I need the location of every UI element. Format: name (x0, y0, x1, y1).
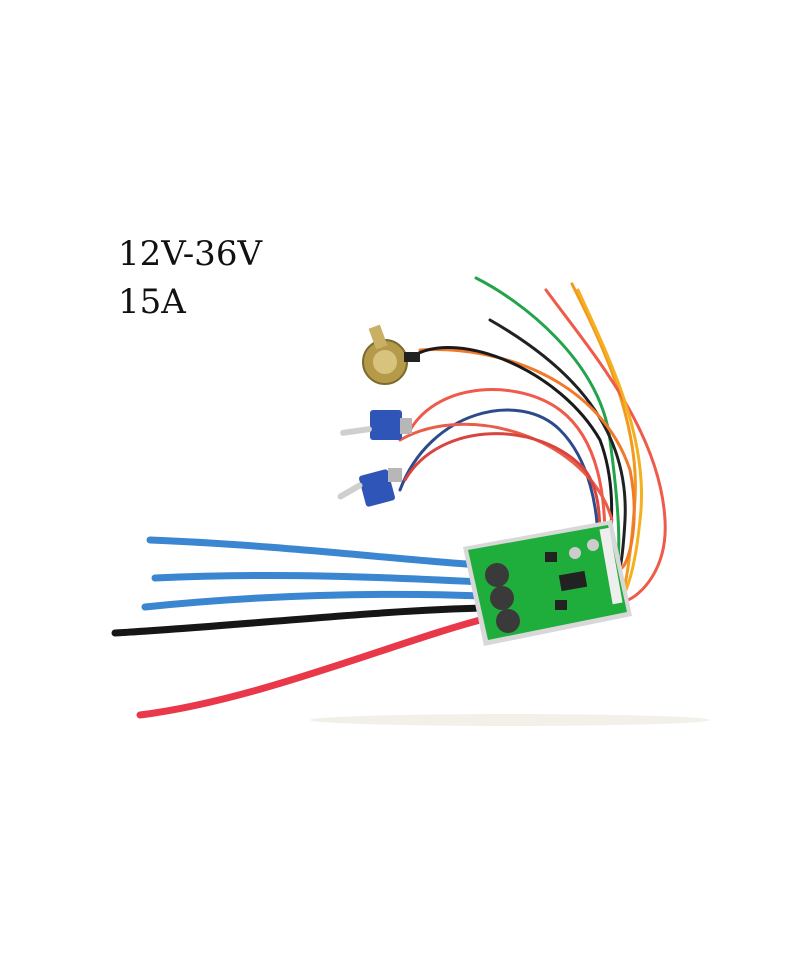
chip (558, 570, 588, 592)
pot-orange-wire (418, 348, 636, 570)
toggle-switch-icon (340, 410, 412, 440)
toggle-switch-icon (337, 468, 402, 507)
power-negative-wire (111, 604, 490, 637)
yellow-wire (576, 288, 644, 592)
switch-red-wire-3 (403, 432, 602, 547)
motor-wires (111, 536, 492, 719)
pot-black-wire (413, 346, 614, 547)
black-wire (488, 318, 627, 577)
capacitor (496, 609, 520, 633)
shadow (310, 714, 710, 726)
green-wire (474, 276, 621, 562)
red-wire (544, 288, 667, 602)
switch-blue-wire (398, 408, 600, 547)
orange-wire (570, 282, 637, 587)
motor-wire-v (151, 571, 486, 586)
connector (599, 527, 623, 605)
motor-wire-w (141, 590, 488, 611)
switch-red-wire-2 (398, 422, 614, 522)
voltage-range-label: 12V-36V (118, 234, 263, 274)
current-rating-label: 15A (118, 282, 186, 322)
motor-wire-u (146, 536, 484, 569)
controller-board (463, 520, 632, 646)
potentiometer (362, 324, 420, 385)
capacitor (490, 586, 514, 610)
power-positive-wire (136, 614, 492, 719)
capacitor (485, 563, 509, 587)
control-wires (398, 276, 667, 602)
